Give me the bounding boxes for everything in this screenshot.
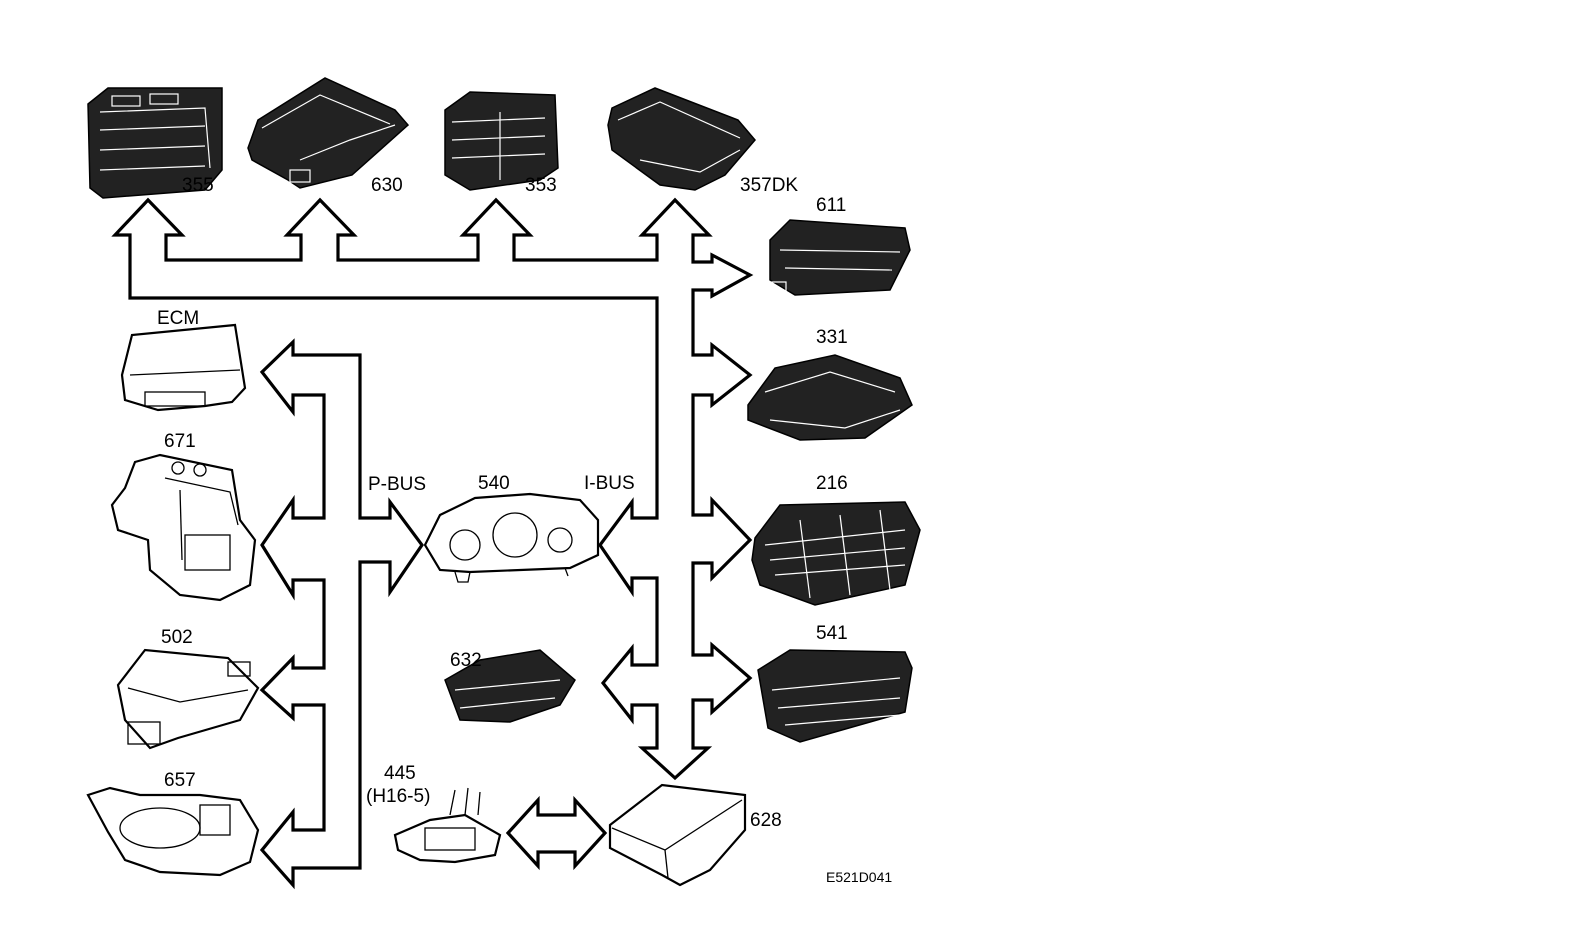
module-541: [757, 649, 913, 743]
module-331: [747, 354, 913, 441]
module-671: [110, 453, 257, 602]
label-353: 353: [525, 175, 557, 196]
label-628: 628: [750, 810, 782, 831]
label-540: 540: [478, 473, 510, 494]
module-540: [423, 492, 600, 583]
label-630: 630: [371, 175, 403, 196]
label-445: 445: [384, 763, 416, 784]
module-445: [393, 787, 502, 864]
bus-arrows: [111, 197, 754, 890]
top-bus-arrow: [111, 197, 754, 781]
module-502: [116, 648, 260, 750]
module-628: [608, 783, 747, 887]
label-657: 657: [164, 770, 196, 791]
label-ecm: ECM: [157, 308, 199, 329]
module-357dk: [607, 87, 756, 191]
label-541: 541: [816, 623, 848, 644]
module-657: [86, 786, 260, 877]
label-611: 611: [816, 195, 846, 216]
label-671: 671: [164, 431, 196, 452]
module-630: [247, 77, 410, 189]
label-632: 632: [450, 650, 482, 671]
label-216: 216: [816, 473, 848, 494]
label-355: 355: [182, 175, 214, 196]
p-bus-arrow: [259, 338, 424, 890]
module-216: [751, 501, 921, 606]
label-i-bus: I-BUS: [584, 473, 635, 494]
label-331: 331: [816, 327, 848, 348]
module-353: [444, 91, 559, 191]
module-611: [769, 219, 911, 299]
label-502: 502: [161, 627, 193, 648]
module-ecm: [120, 323, 247, 412]
diag-link-arrow: [505, 795, 608, 871]
label-445-sub: (H16-5): [366, 786, 430, 807]
label-p-bus: P-BUS: [368, 474, 426, 495]
labels: 355 630 353 357DK 611 331 216 541 ECM 67…: [157, 175, 892, 885]
module-632: [444, 649, 576, 723]
label-357dk: 357DK: [740, 175, 798, 196]
module-355: [87, 87, 223, 199]
figure-code: E521D041: [826, 869, 892, 885]
